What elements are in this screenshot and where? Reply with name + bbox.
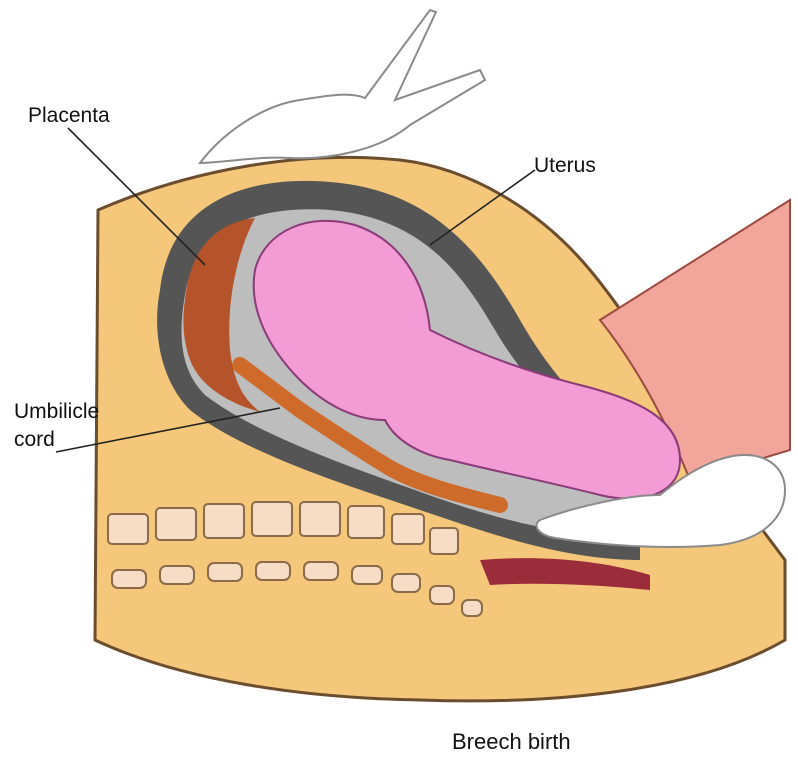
birth-canal [480, 558, 650, 590]
umbilical-cord-label-line2: cord [14, 428, 55, 451]
spinous-process [159, 565, 195, 585]
diagram-caption: Breech birth [452, 729, 571, 754]
vertebra [203, 503, 245, 539]
placenta-label: Placenta [28, 104, 110, 127]
pointer-lines [55, 127, 536, 453]
vertebra [391, 513, 425, 545]
uterus-pointer-line [429, 169, 536, 246]
uterus-label: Uterus [534, 154, 596, 177]
placenta [183, 218, 260, 412]
vertebra [251, 501, 293, 537]
placenta-pointer-line [67, 127, 206, 266]
spinous-process [429, 585, 455, 605]
vertebra [429, 527, 459, 555]
fetus [252, 219, 682, 500]
vertebra [107, 513, 149, 545]
spinous-process [255, 561, 291, 581]
spinous-process [111, 569, 147, 589]
spinous-process [351, 565, 383, 585]
vertebra [155, 507, 197, 541]
spine [107, 501, 459, 555]
lower-hand [535, 453, 787, 549]
upper-hand [197, 8, 487, 165]
spine-processes [111, 561, 483, 617]
vertebra [299, 501, 341, 537]
spinous-process [303, 561, 339, 581]
umbilical-cord-label-line1: Umbilicle [14, 400, 100, 423]
umbilical-cord [232, 357, 508, 513]
vertebra [347, 505, 385, 539]
umbilical-cord-label: Umbilicle cord [14, 398, 99, 454]
cord-pointer-line [55, 407, 281, 453]
spinous-process [461, 599, 483, 617]
spinous-process [391, 573, 421, 593]
spinous-process [207, 562, 243, 582]
